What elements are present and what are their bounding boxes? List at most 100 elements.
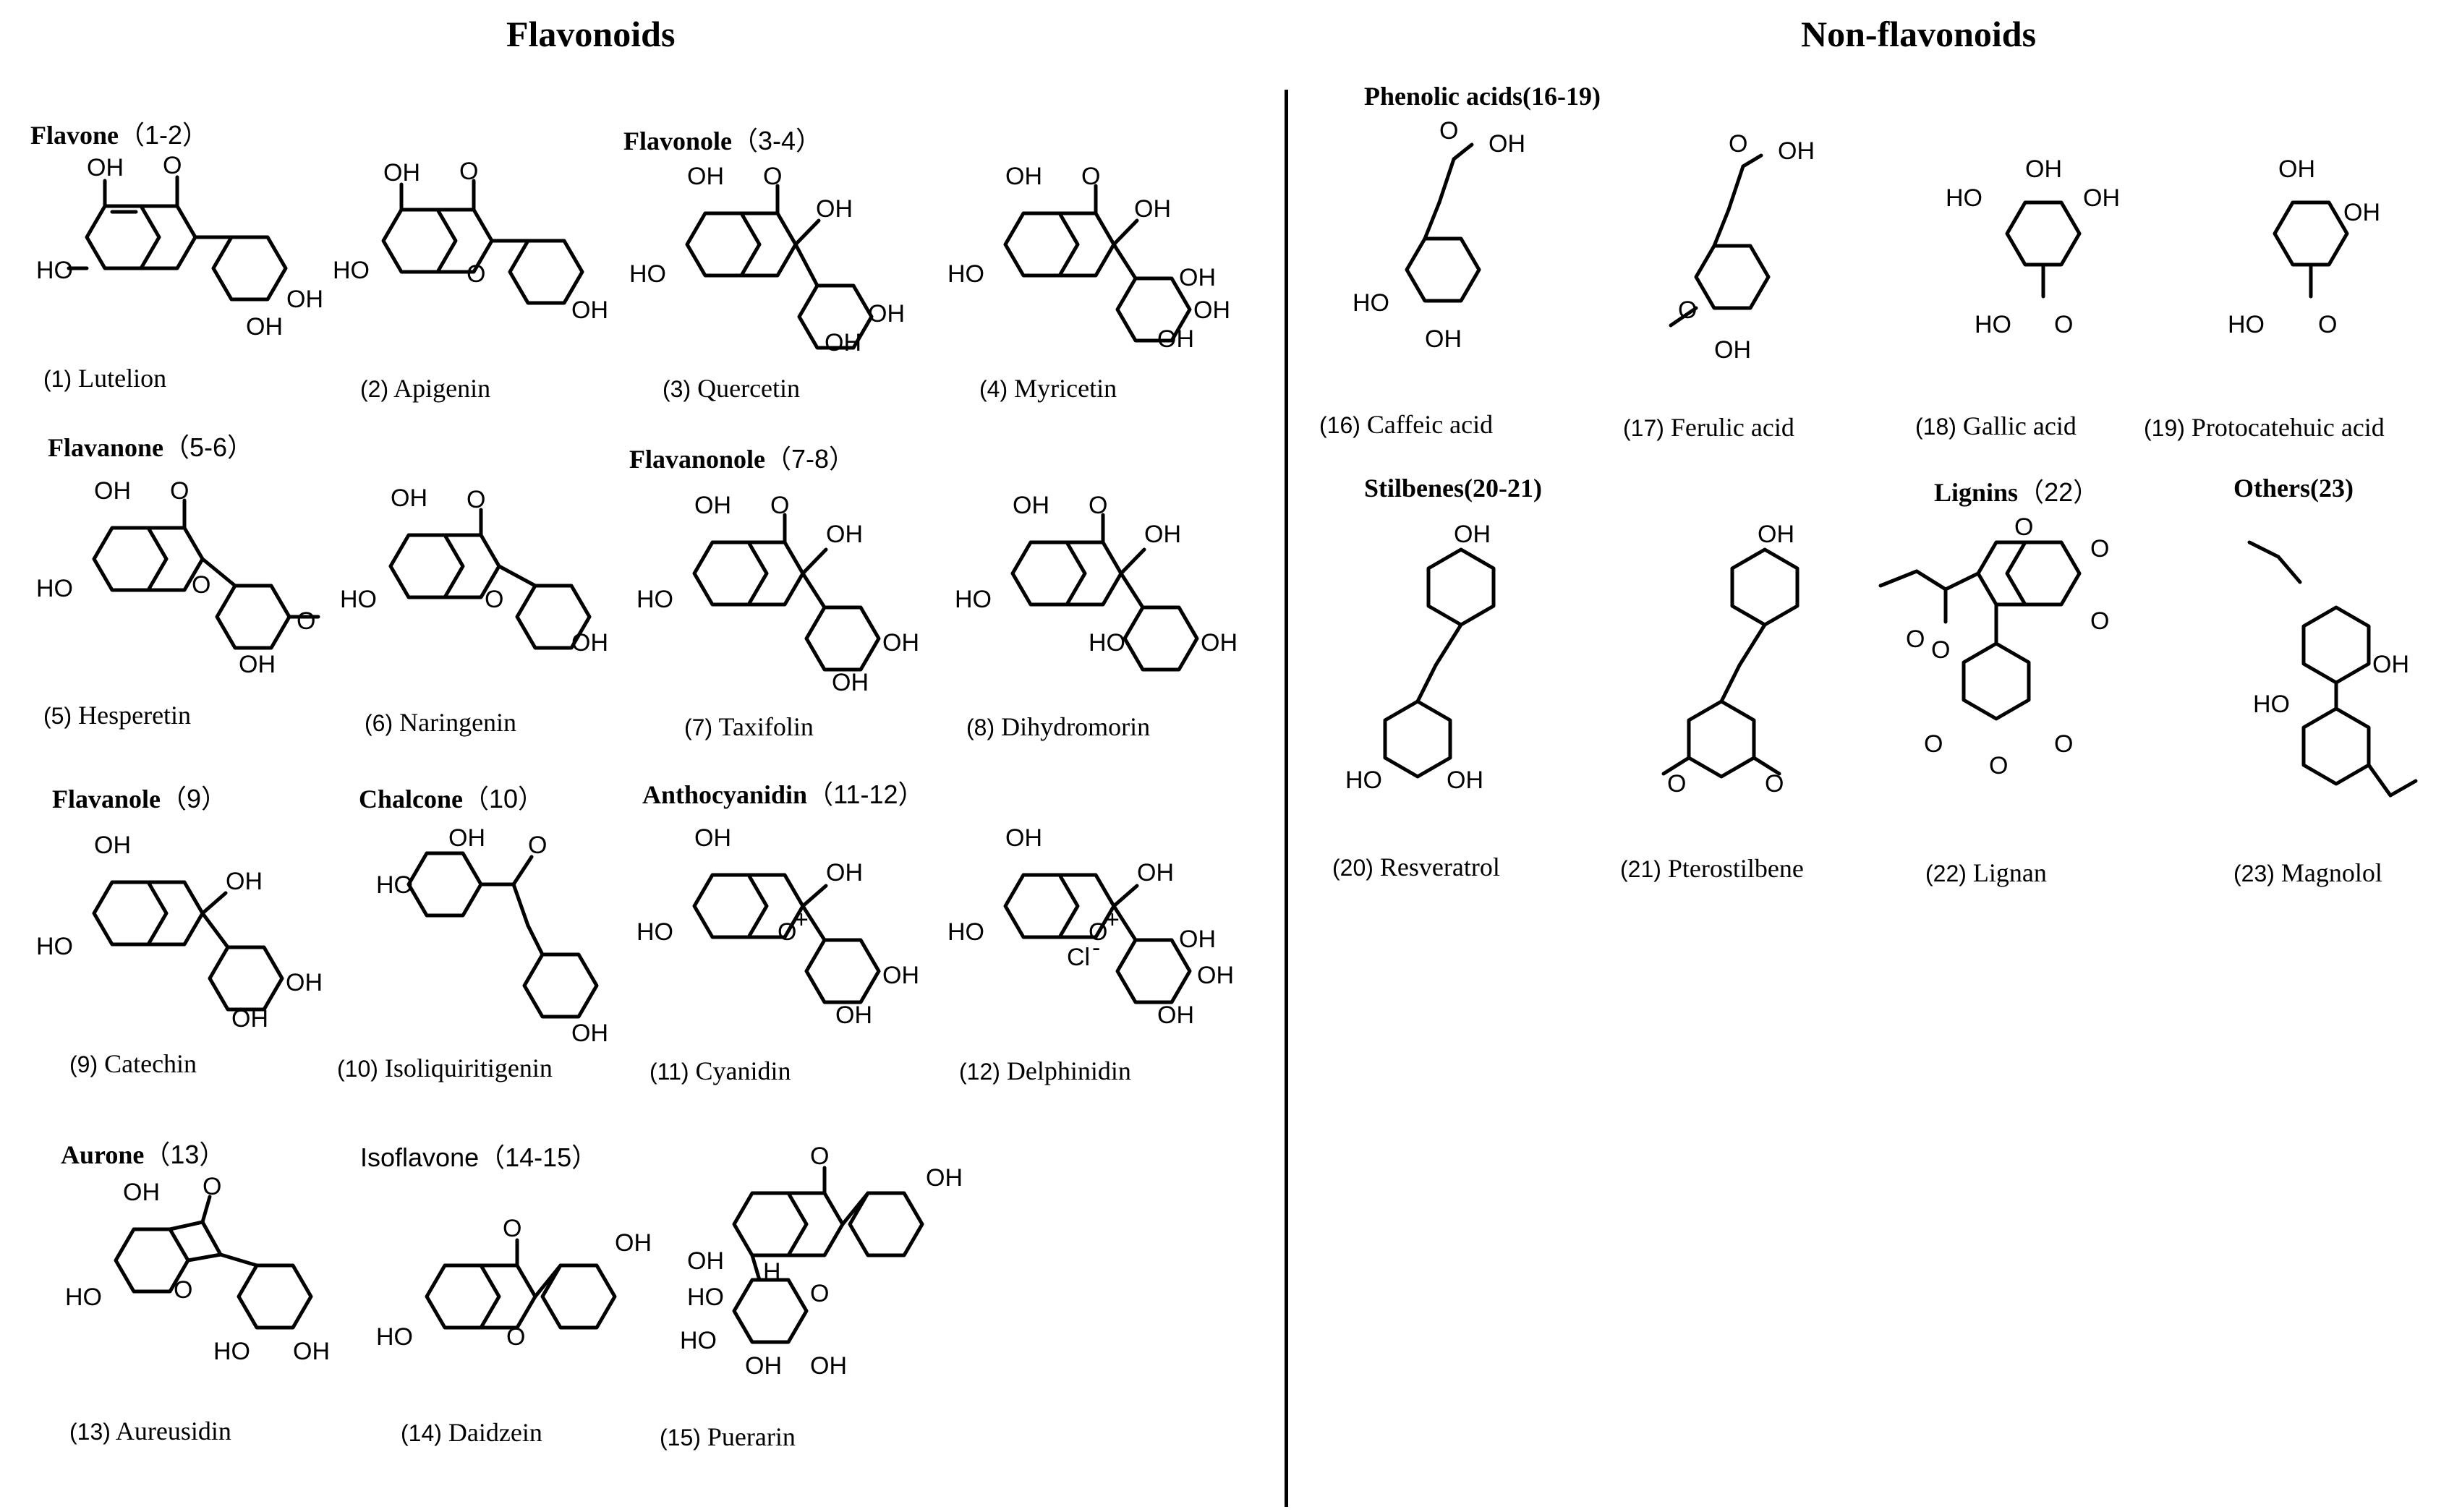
caption-20: (20) Resveratrol [1332, 853, 1500, 881]
caption-13: (13) Aureusidin [69, 1417, 231, 1445]
atom-label: OH [239, 651, 276, 678]
caption-1: (1) Lutelion [43, 364, 167, 393]
atom-label: OH [1179, 264, 1216, 291]
structure-protocatehuic-acid: OH OH HO O [2228, 155, 2380, 338]
atom-label: OH [1013, 492, 1049, 519]
atom-label: OH [94, 832, 131, 859]
caption-11: (11) Cyanidin [649, 1056, 791, 1085]
atom-label: HO [36, 933, 73, 960]
caption-5: (5) Hesperetin [43, 701, 192, 730]
atom-label: OH [826, 521, 863, 548]
caption-2: (2) Apigenin [360, 374, 491, 403]
structure-quercetin: O OH OH HO OH OH [629, 163, 905, 356]
atom-label: OH [1144, 521, 1181, 548]
atom-label: O [506, 1323, 525, 1351]
caption-10: (10) Isoliquiritigenin [337, 1054, 553, 1082]
atom-label: O [2054, 311, 2073, 338]
atom-label: OH [286, 969, 323, 996]
atom-label: OH [1778, 137, 1815, 165]
group-isoflavone: Isoflavone（14-15） [360, 1142, 598, 1172]
atom-label: O [1931, 636, 1950, 664]
atom-label: HO [1946, 184, 1982, 212]
atom-label: OH [826, 859, 863, 887]
atom-label: OH [391, 484, 427, 512]
structure-lignan: O O O O O O O O [1878, 513, 2109, 780]
atom-label: OH [1447, 766, 1483, 794]
atom-label: OH [1134, 195, 1171, 223]
atom-label: O [467, 486, 485, 513]
atom-label: OH [816, 195, 853, 223]
caption-18: (18) Gallic acid [1915, 411, 2077, 440]
group-flavanole: Flavanole（9） [52, 784, 228, 813]
atom-label: HO [36, 575, 73, 602]
atom-label: O [192, 571, 210, 599]
group-flavanone: Flavanone（5-6） [48, 432, 254, 462]
atom-label: O [485, 586, 503, 613]
atom-label: OH [226, 868, 263, 895]
atom-label: HO [947, 260, 984, 288]
atom-label: O [2014, 513, 2033, 541]
atom-label: HO [636, 918, 673, 946]
atom-label: HO [636, 586, 673, 613]
caption-15: (15) Puerarin [660, 1422, 796, 1451]
atom-label: HO [376, 871, 413, 899]
atom-label: OH [571, 296, 608, 324]
caption-4: (4) Myricetin [979, 374, 1117, 403]
caption-16: (16) Caffeic acid [1319, 410, 1494, 439]
atom-label: OH [383, 159, 420, 187]
atom-label: O [459, 158, 478, 185]
caption-6: (6) Naringenin [365, 708, 517, 737]
group-flavonole: Flavonole（3-4） [623, 126, 822, 155]
atom-label: O [2090, 535, 2109, 563]
atom-label: O [1989, 752, 2008, 780]
atom-label: O [810, 1280, 829, 1307]
caption-9: (9) Catechin [69, 1049, 197, 1078]
atom-label: O [763, 163, 782, 190]
atom-label: OH [882, 962, 919, 989]
atom-label: OH [1425, 325, 1462, 353]
atom-label: O [778, 918, 796, 946]
atom-label: OH [1488, 130, 1525, 158]
atom-label: O [1667, 770, 1686, 798]
atom-label: HO [376, 1323, 413, 1351]
caption-21: (21) Pterostilbene [1620, 854, 1804, 883]
caption-7: (7) Taxifolin [684, 712, 814, 741]
caption-17: (17) Ferulic acid [1623, 413, 1794, 442]
atom-label: O [1924, 730, 1943, 758]
atom-label: O [1439, 117, 1458, 145]
atom-label: OH [2343, 199, 2380, 226]
atom-label: OH [94, 477, 131, 505]
structure-pterostilbene: OH O O [1661, 521, 1800, 798]
atom-label: HO [2253, 691, 2290, 718]
atom-label: OH [1157, 1001, 1194, 1029]
group-lignins: Lignins（22） [1934, 477, 2100, 507]
atom-label: HO [340, 586, 377, 613]
atom-label: O [2318, 311, 2337, 338]
atom-label: OH [246, 313, 283, 341]
atom-label: OH [832, 669, 869, 696]
structure-daidzein: O HO O OH [376, 1215, 652, 1351]
atom-label: + [794, 906, 809, 934]
atom-label: OH [2372, 651, 2409, 678]
atom-label: OH [1137, 859, 1174, 887]
atom-label: OH [1193, 296, 1230, 324]
structure-apigenin: O OH HO OH O [333, 158, 608, 324]
group-phenolic-acids: Phenolic acids(16-19) [1364, 82, 1601, 111]
atom-label: O [810, 1142, 829, 1170]
atom-label: O [1089, 918, 1107, 946]
atom-label: OH [293, 1338, 330, 1365]
atom-label: + [1105, 906, 1120, 934]
atom-label: OH [571, 1020, 608, 1047]
atom-label: OH [687, 1247, 724, 1275]
caption-3: (3) Quercetin [663, 374, 801, 403]
atom-label: OH [87, 154, 124, 181]
atom-label: HO [1089, 629, 1125, 657]
group-chalcone: Chalcone（10） [359, 784, 545, 813]
atom-label: OH [286, 286, 323, 313]
atom-label: OH [810, 1352, 847, 1380]
structure-resveratrol: OH HO OH [1345, 521, 1496, 794]
structure-cyanidin: OH OH HO O + OH OH [636, 824, 919, 1029]
atom-label: O [770, 492, 789, 519]
caption-8: (8) Dihydromorin [966, 712, 1151, 741]
atom-label: O [1678, 296, 1697, 324]
